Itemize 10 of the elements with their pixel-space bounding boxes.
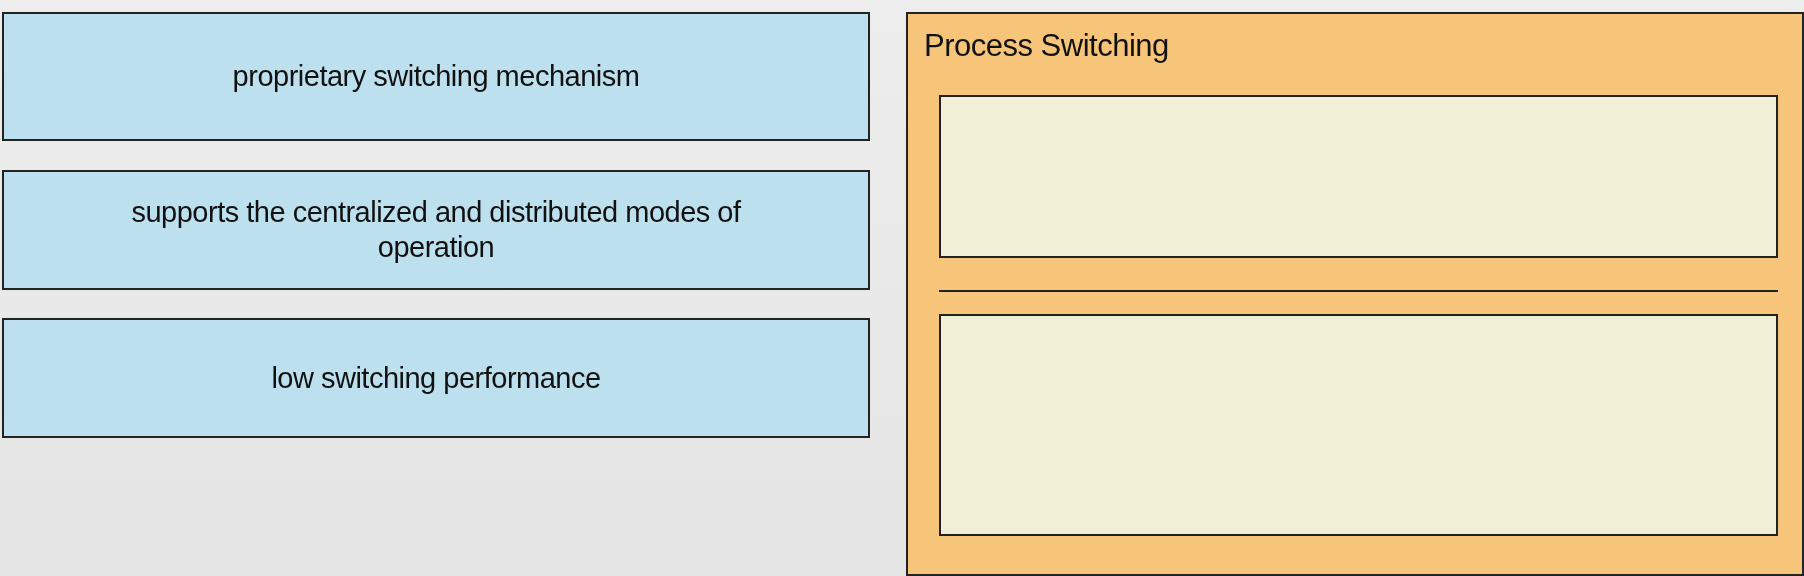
category-panel	[906, 12, 1804, 576]
drop-zone	[939, 95, 1778, 258]
option-text: proprietary switching mechanism	[232, 59, 640, 94]
panel-title: Process Switching	[924, 28, 1169, 64]
option-text: low switching performance	[271, 360, 601, 396]
answer-option-box	[2, 170, 870, 290]
option-text: supports the centralized and distributed modes of operation	[130, 195, 742, 265]
answer-option-box	[2, 318, 870, 438]
answer-option-box	[2, 12, 870, 141]
drop-zone	[939, 314, 1778, 536]
